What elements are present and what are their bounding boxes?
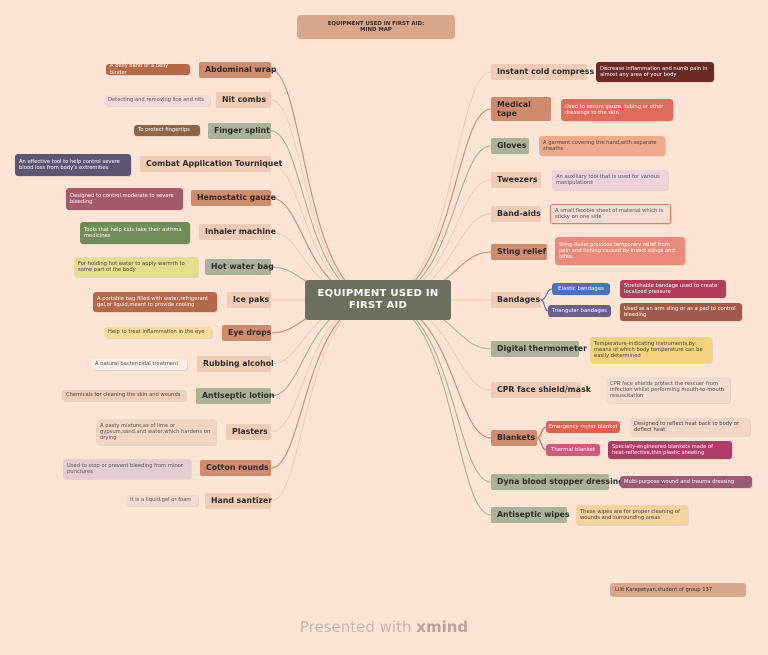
connector-topic-medical-tape: [377, 108, 492, 301]
topic-instant-cold-compress[interactable]: Instant cold compress: [491, 64, 594, 80]
note-cpr-face-shield: CPR face shields protect the rescuer fro…: [606, 377, 730, 403]
topic-hand-santizer[interactable]: Hand santizer: [205, 493, 272, 509]
topic-finger-splint[interactable]: Finger splint: [208, 123, 271, 139]
note-finger-splint: To protect fingertips: [134, 125, 200, 136]
topic-ice-paks[interactable]: Ice paks: [227, 292, 271, 308]
central-topic[interactable]: EQUIPMENT USED IN FIRST AID: [305, 280, 451, 320]
note-digital-thermometer: Temperature-indicating instruments,by me…: [590, 337, 712, 363]
connector-subtopic-emergency-mylar-blanket: [536, 426, 547, 439]
topic-abdominal-wrap[interactable]: Abdominal wrap: [199, 62, 276, 78]
topic-plasters[interactable]: Plasters: [226, 424, 271, 440]
note-elastic-bandages: Stretchable bandage used to create local…: [620, 280, 726, 298]
topic-band-aids[interactable]: Band-aids: [491, 206, 541, 222]
connector-subtopic-thermal-blanket: [536, 437, 547, 451]
topic-cotton-rounds[interactable]: Cotton rounds: [200, 460, 271, 476]
note-hand-santizer: It is a liquid,gel or foam: [126, 495, 198, 506]
connector-subtopic-elastic-bandages: [540, 288, 553, 301]
note-antiseptic-wipes: These wipes are for proper cleaning of w…: [576, 505, 688, 525]
map-title: EQUIPMENT USED IN FIRST AID: MIND MAP: [297, 15, 455, 39]
topic-antiseptic-lotion[interactable]: Antiseptic lotion: [196, 388, 275, 404]
credit-label: Lilit Karapetyan,student of group 137: [610, 583, 746, 597]
note-combat-application-tourniquet: An effective tool to help control severe…: [15, 154, 131, 176]
note-hot-water-bag: For holding hot water to apply warmth to…: [74, 257, 198, 277]
topic-hot-water-bag[interactable]: Hot water bag: [205, 259, 274, 275]
note-sting-relief: Sting Relief provides temporary relief f…: [555, 237, 685, 265]
footer-prefix: Presented with: [299, 618, 412, 636]
subtopic-emergency-mylar-blanket[interactable]: Emergency mylar blanket: [546, 421, 620, 433]
note-dyna-blood-stopper-dressing: Multi-purpose wound and trauma dressing: [620, 476, 752, 488]
topic-gloves[interactable]: Gloves: [491, 138, 529, 154]
topic-cpr-face-shield[interactable]: CPR face shield/mask: [491, 382, 591, 398]
topic-inhaler-machine[interactable]: Inhaler machine: [199, 224, 276, 240]
topic-antiseptic-wipes[interactable]: Antiseptic wipes: [491, 507, 570, 523]
note-rubbing-alcohol: A natural bactericidal treatment: [91, 359, 187, 370]
topic-blankets[interactable]: Blankets: [491, 430, 537, 446]
note-eye-drops: Help to treat inflammation in the eye: [104, 327, 212, 338]
note-gloves: A garment covering the hand,with separat…: [539, 136, 665, 156]
connector-topic-blankets: [377, 299, 492, 439]
topic-hemostatic-gauze[interactable]: Hemostatic gauze: [191, 190, 276, 206]
note-nit-combs: Detecting and removing lice and nits: [104, 95, 210, 106]
note-antiseptic-lotion: Chemicals for cleaning the skin and woun…: [62, 390, 186, 401]
footer: Presented with xmind: [0, 618, 768, 636]
note-triangular-bandages: Used as an arm sling or as a pad to cont…: [620, 303, 742, 321]
note-abdominal-wrap: A belly band or a belly binder: [106, 63, 190, 76]
note-tweezers: An auxiliary tool that is used for vario…: [552, 170, 668, 190]
topic-nit-combs[interactable]: Nit combs: [216, 92, 271, 108]
note-plasters: A pasty mixture,as of lime or gypsum,san…: [96, 419, 216, 445]
note-ice-paks: A portable bag filled with water,refrige…: [93, 292, 217, 312]
connector-topic-finger-splint: [270, 130, 379, 301]
subtopic-elastic-bandages[interactable]: Elastic bandages: [552, 283, 610, 295]
topic-sting-relief[interactable]: Sting relief: [491, 244, 547, 260]
note-instant-cold-compress: Decrease inflammation and numb pain in a…: [596, 62, 714, 82]
note-medical-tape: Used to secure gauze, tubing or other dr…: [561, 99, 673, 121]
topic-rubbing-alcohol[interactable]: Rubbing alcohol: [197, 356, 274, 372]
note-band-aids: A small,flexible sheet of material which…: [550, 204, 671, 224]
connector-topic-abdominal-wrap: [270, 69, 379, 301]
connector-topic-antiseptic-wipes: [377, 299, 492, 516]
connector-topic-instant-cold-compress: [377, 71, 492, 301]
topic-tweezers[interactable]: Tweezers: [491, 172, 541, 188]
topic-digital-thermometer[interactable]: Digital thermometer: [491, 341, 587, 357]
topic-eye-drops[interactable]: Eye drops: [222, 325, 271, 341]
note-hemostatic-gauze: Designed to control moderate to severe b…: [66, 188, 183, 210]
connector-subtopic-triangular-bandages: [540, 299, 549, 312]
connector-topic-dyna-blood-stopper-dressing: [377, 299, 492, 483]
note-thermal-blanket: Specially-engineered blankets made of he…: [608, 441, 732, 459]
footer-brand: xmind: [416, 618, 469, 636]
note-cotton-rounds: Used to stop or prevent bleeding from mi…: [63, 459, 191, 479]
topic-bandages[interactable]: Bandages: [491, 292, 541, 308]
topic-combat-application-tourniquet[interactable]: Combat Application Tourniquet: [140, 156, 282, 172]
topic-dyna-blood-stopper-dressing[interactable]: Dyna blood stopper dressing: [491, 474, 624, 490]
note-inhaler-machine: Tools that help kids take their asthma m…: [80, 222, 190, 244]
topic-medical-tape[interactable]: Medical tape: [491, 97, 551, 121]
subtopic-thermal-blanket[interactable]: Thermal blanket: [546, 444, 600, 456]
note-emergency-mylar-blanket: Designed to reflect heat back to body or…: [630, 418, 750, 436]
subtopic-triangular-bandages[interactable]: Triangular bandages: [548, 305, 611, 317]
